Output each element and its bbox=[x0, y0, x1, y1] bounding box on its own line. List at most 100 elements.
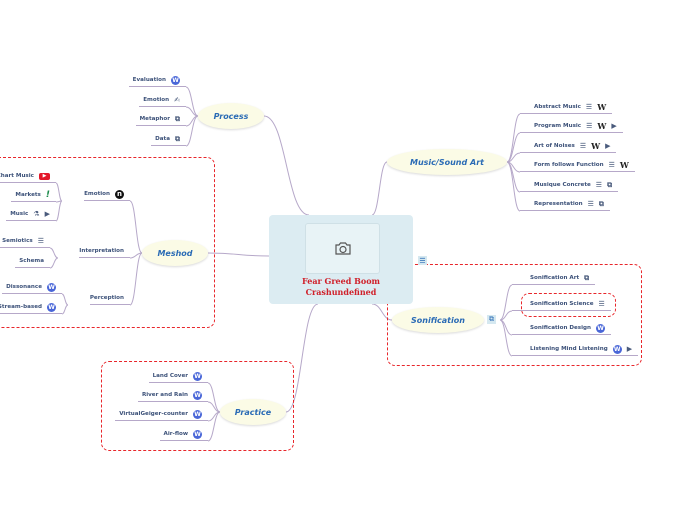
leaf-music-5[interactable]: Representation☰⧉ bbox=[520, 199, 610, 211]
leaf-label: River and Rain bbox=[141, 392, 188, 398]
connector bbox=[506, 161, 521, 212]
link-icon[interactable]: ⧉ bbox=[487, 315, 496, 324]
leaf-meshod-0-1[interactable]: Markets! bbox=[11, 190, 56, 202]
leaf-label: Musique Concrete bbox=[534, 182, 591, 188]
leaf-music-1[interactable]: Program Music☰W▶ bbox=[520, 121, 623, 133]
notes-icon[interactable]: ☰ bbox=[37, 237, 44, 245]
notes-icon[interactable]: ☰ bbox=[418, 256, 427, 265]
leaf-label: Metaphor bbox=[139, 116, 170, 122]
notes-icon[interactable]: ☰ bbox=[598, 300, 605, 308]
leaf-label: VirtualGeiger-counter bbox=[119, 411, 188, 417]
flask-icon[interactable]: ⚗ bbox=[33, 210, 40, 218]
play-icon[interactable]: ▶ bbox=[611, 122, 617, 130]
wordpress-icon[interactable]: W bbox=[193, 430, 202, 439]
subtopic-interpretation[interactable]: Interpretation bbox=[79, 246, 130, 258]
connector bbox=[129, 252, 143, 259]
leaf-label: Schema bbox=[19, 258, 44, 264]
leaf-data[interactable]: Data⧉ bbox=[151, 134, 186, 146]
leaf-music-3[interactable]: Form follows Function ☰ W bbox=[520, 160, 635, 172]
connector bbox=[207, 382, 221, 413]
topic-music-sound-art[interactable]: Music/Sound Art bbox=[387, 149, 507, 175]
connector bbox=[506, 132, 521, 163]
link-icon[interactable]: ⧉ bbox=[607, 181, 613, 189]
camera-icon[interactable] bbox=[305, 223, 380, 274]
leaf-practice-1[interactable]: River and Rain W bbox=[137, 390, 208, 402]
leaf-practice-3[interactable]: Air-flow W bbox=[159, 429, 208, 441]
leaf-evaluation[interactable]: Evaluation W bbox=[128, 75, 186, 87]
wordpress-icon[interactable]: W bbox=[47, 303, 56, 312]
wordpress-icon[interactable]: W bbox=[47, 283, 56, 292]
link-icon[interactable]: ⧉ bbox=[175, 115, 180, 123]
central-topic[interactable]: Fear Greed Boom Crashundefined bbox=[269, 215, 413, 304]
topic-sonification[interactable]: Sonification bbox=[392, 307, 484, 333]
notes-icon[interactable]: ☰ bbox=[595, 181, 603, 189]
play-icon[interactable]: ▶ bbox=[605, 142, 611, 150]
wordpress-icon[interactable]: W bbox=[193, 391, 202, 400]
central-title-line2: Crashundefined bbox=[305, 287, 377, 297]
play-icon[interactable]: ▶ bbox=[626, 345, 633, 353]
leaf-music-2[interactable]: Art of Noises☰W▶ bbox=[520, 141, 617, 153]
play-icon[interactable]: ▶ bbox=[44, 210, 50, 218]
wordpress-icon[interactable]: W bbox=[612, 345, 622, 354]
subtopic-emotion[interactable]: Emotion n bbox=[84, 189, 130, 201]
wikipedia-icon[interactable]: W bbox=[591, 141, 601, 151]
leaf-label: Perception bbox=[89, 295, 124, 301]
connector bbox=[55, 200, 63, 222]
leaf-emotion[interactable]: Emotion✍ bbox=[139, 95, 186, 107]
leaf-meshod-0-2[interactable]: Music⚗▶ bbox=[6, 209, 56, 221]
topic-practice[interactable]: Practice bbox=[220, 399, 286, 425]
topic-meshod[interactable]: Meshod bbox=[142, 240, 208, 266]
leaf-label: Evaluation bbox=[132, 77, 166, 83]
wordpress-icon[interactable]: W bbox=[596, 324, 606, 333]
leaf-label: Abstract Music bbox=[534, 104, 581, 110]
topic-process[interactable]: Process bbox=[198, 103, 264, 129]
subtopic-perception[interactable]: Perception bbox=[89, 293, 130, 305]
wordpress-icon[interactable]: W bbox=[171, 76, 180, 85]
leaf-label: Emotion bbox=[84, 191, 110, 197]
wikipedia-icon[interactable]: W bbox=[619, 160, 629, 170]
leaf-sonification-3[interactable]: Listening Mind Listening W ▶ bbox=[512, 344, 639, 356]
wordpress-icon[interactable]: W bbox=[193, 372, 202, 381]
leaf-label: Air-flow bbox=[163, 431, 188, 437]
leaf-music-4[interactable]: Musique Concrete ☰ ⧉ bbox=[520, 180, 619, 192]
leaf-meshod-1-0[interactable]: Semiotics☰ bbox=[0, 236, 50, 248]
notes-icon[interactable]: ☰ bbox=[585, 103, 593, 111]
leaf-practice-0[interactable]: Land Cover W bbox=[148, 371, 208, 383]
leaf-practice-2[interactable]: VirtualGeiger-counter W bbox=[115, 409, 208, 421]
connector bbox=[506, 113, 521, 163]
connector bbox=[499, 310, 513, 321]
link-icon[interactable]: ⧉ bbox=[598, 200, 604, 208]
link-sonification bbox=[371, 303, 393, 321]
leaf-label: Form follows Function bbox=[534, 162, 604, 168]
wikipedia-icon[interactable]: W bbox=[597, 102, 607, 112]
leaf-label: Markets bbox=[15, 192, 41, 198]
leaf-label: Listening Mind Listening bbox=[530, 346, 608, 352]
leaf-meshod-1-1[interactable]: Schema bbox=[15, 256, 50, 268]
notes-icon[interactable]: ☰ bbox=[587, 200, 594, 208]
leaf-label: Dissonance bbox=[6, 284, 42, 290]
leaf-meshod-2-0[interactable]: Dissonance W bbox=[2, 282, 62, 294]
leaf-sonification-1[interactable]: Sonification Science☰ bbox=[512, 299, 611, 311]
exclamation-icon[interactable]: ! bbox=[45, 190, 50, 200]
link-process bbox=[263, 115, 310, 216]
youtube-icon[interactable]: ▶ bbox=[39, 173, 50, 180]
wordpress-icon[interactable]: W bbox=[193, 410, 202, 419]
notes-icon[interactable]: ☰ bbox=[579, 142, 587, 150]
leaf-metaphor[interactable]: Metaphor ⧉ bbox=[135, 114, 186, 126]
leaf-label: Land Cover bbox=[152, 373, 188, 379]
leaf-sonification-0[interactable]: Sonification Art⧉ bbox=[512, 273, 596, 285]
connector bbox=[49, 257, 59, 269]
notes-icon[interactable]: ☰ bbox=[586, 122, 593, 130]
hand-icon[interactable]: ✍ bbox=[174, 96, 180, 104]
leaf-music-0[interactable]: Abstract Music ☰ W bbox=[520, 102, 613, 114]
n-logo-icon[interactable]: n bbox=[115, 190, 124, 199]
notes-icon[interactable]: ☰ bbox=[608, 161, 615, 169]
wikipedia-icon[interactable]: W bbox=[597, 121, 607, 131]
leaf-meshod-0-0[interactable]: Chart Music▶ bbox=[0, 171, 56, 183]
connector bbox=[185, 86, 199, 117]
link-icon[interactable]: ⧉ bbox=[584, 274, 590, 282]
link-icon[interactable]: ⧉ bbox=[175, 135, 180, 143]
